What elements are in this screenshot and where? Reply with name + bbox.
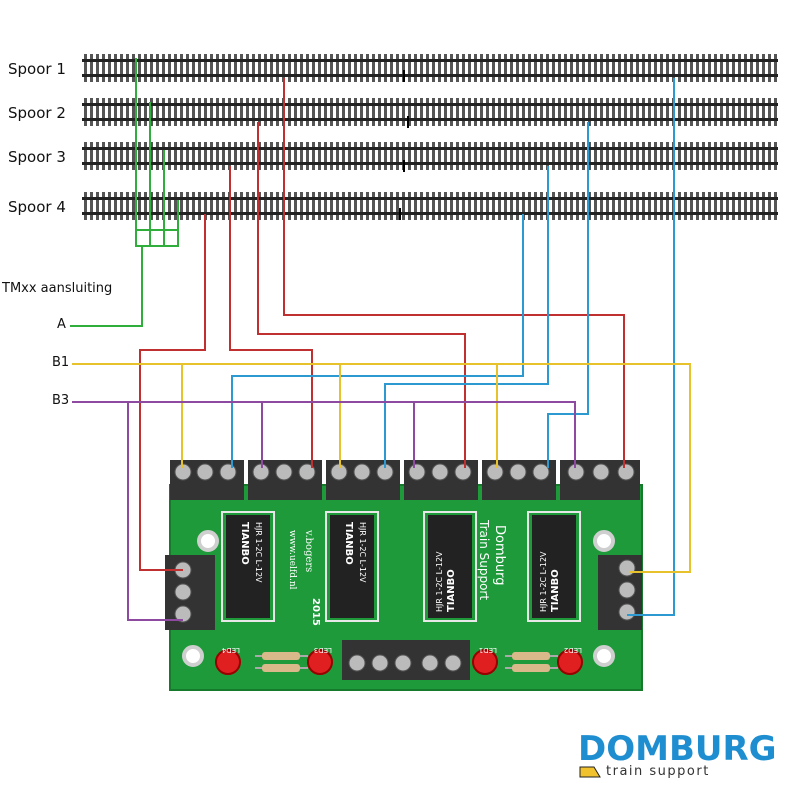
relay-brand-2: TIANBO [343,522,354,565]
wire-blue-spoor4 [231,214,524,468]
led-label-1: LED1 [479,646,497,654]
wire-blue-spoor3 [384,166,549,468]
relay-2 [325,511,379,622]
wire-red-spoor4 [139,214,206,571]
relay-model-1: HJR 1-2C L-12V [254,522,263,583]
wires [70,58,691,621]
relay-brand-3: TIANBO [446,569,457,612]
track-label-1: Spoor 1 [8,60,66,78]
wire-red-spoor2 [257,122,466,468]
relay-brand-4: TIANBO [550,569,561,612]
pcb-author: v.bogers [303,529,314,572]
relay-3 [423,511,477,622]
relay-model-3: HJR 1-2C L-12V [435,551,444,612]
led-label-3: LED3 [314,646,332,654]
terminal-block-2 [248,460,322,500]
pcb-maker-line2: Train Support [477,519,491,600]
led-1 [472,649,498,675]
pcb-maker-line1: Domburg [492,525,507,586]
domburg-logo: DOMBURG train support [578,729,777,779]
logo-tagline: train support [606,764,710,779]
pcb-year: 2015 [310,598,321,626]
relay-model-4: HJR 1-2C L-12V [539,551,548,612]
wire-b3 [72,401,576,468]
track-label-3: Spoor 3 [8,148,66,166]
train-icon [579,766,601,778]
track-4 [82,192,778,220]
wire-red-spoor3 [229,166,313,468]
logo-brand: DOMBURG [578,729,777,769]
relay-board: TIANBO HJR 1-2C L-12V TIANBO HJR 1-2C L-… [165,460,643,691]
led-label-2: LED2 [564,646,582,654]
wire-blue-spoor2 [547,122,589,468]
pcb-website: www.uelfd.nl [287,530,297,590]
wire-red-spoor1 [283,78,625,468]
led-4 [215,649,241,675]
terminal-block-4 [404,460,478,500]
wire-label-b1: B1 [52,355,70,370]
track-label-4: Spoor 4 [8,198,66,216]
resistors-right [505,652,558,672]
wire-a-4 [164,200,179,247]
resistors-left [255,652,308,672]
relay-model-2: HJR 1-2C L-12V [358,522,367,583]
wire-blue-spoor1 [627,78,675,616]
relay-1 [221,511,275,622]
track-1 [82,54,778,82]
wire-b1 [72,363,691,573]
terminal-block-5 [482,460,556,500]
terminal-block-bottom [342,640,470,680]
led-3 [307,649,333,675]
relay-4 [527,511,581,622]
wire-b3-left [127,402,183,621]
wire-label-a: A [57,317,66,332]
connector-label: TMxx aansluiting [2,281,113,296]
terminal-block-3 [326,460,400,500]
track-2 [82,98,778,128]
terminal-block-left [165,555,215,630]
wire-label-b3: B3 [52,393,70,408]
led-label-4: LED4 [221,646,240,654]
terminal-block-right [598,555,642,630]
relay-brand-1: TIANBO [239,522,250,565]
led-2 [557,649,583,675]
terminal-block-6 [560,460,640,500]
track-label-2: Spoor 2 [8,104,66,122]
track-3 [82,142,778,172]
